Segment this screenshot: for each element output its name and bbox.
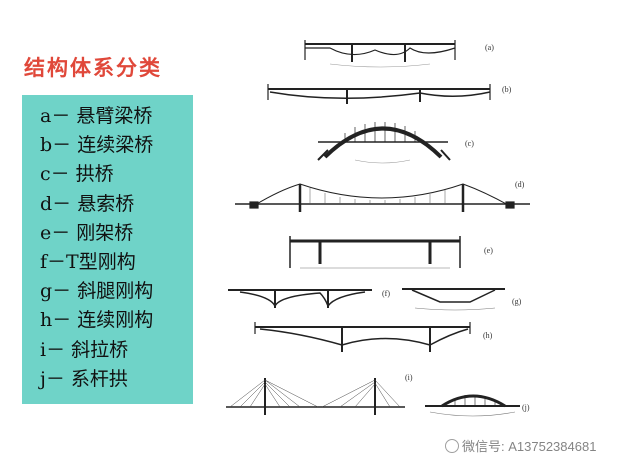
bridge-diagram-g: (g) bbox=[402, 288, 522, 311]
figure-label: (i) bbox=[405, 373, 413, 382]
bridge-diagram-e: (e) bbox=[289, 236, 493, 269]
page-title: 结构体系分类 bbox=[24, 55, 162, 80]
figure-label: (e) bbox=[484, 246, 493, 255]
figure-label: (g) bbox=[512, 297, 522, 306]
bridge-diagram-j: (j) bbox=[425, 394, 530, 417]
figure-label: (c) bbox=[465, 139, 474, 148]
list-item: b－ 连续梁桥 bbox=[40, 134, 154, 157]
wechat-icon bbox=[445, 439, 459, 453]
list-item: h－ 连续刚构 bbox=[40, 309, 154, 332]
bridge-diagram-d: (d) bbox=[235, 180, 530, 212]
list-item: d－ 悬索桥 bbox=[40, 192, 135, 215]
bridge-type-list: a－ 悬臂梁桥 b－ 连续梁桥 c－ 拱桥 d－ 悬索桥 e－ 刚架桥 f－T型… bbox=[22, 95, 193, 404]
list-item: e－ 刚架桥 bbox=[40, 221, 134, 244]
bridge-diagram-f: (f) bbox=[228, 289, 390, 308]
figure-label: (f) bbox=[382, 289, 390, 298]
figure-label: (a) bbox=[485, 43, 494, 52]
list-item: a－ 悬臂梁桥 bbox=[40, 105, 153, 127]
bridge-diagram-h: (h) bbox=[254, 322, 493, 352]
figure-label: (h) bbox=[483, 331, 493, 340]
list-item: i－ 斜拉桥 bbox=[40, 338, 129, 361]
figure-label: (j) bbox=[522, 403, 530, 412]
bridge-diagram-i: (i) bbox=[226, 373, 413, 415]
list-item: f－T型刚构 bbox=[40, 250, 136, 273]
list-item: g－ 斜腿刚构 bbox=[40, 280, 154, 303]
bridge-diagram-c: (c) bbox=[317, 122, 474, 164]
watermark-text: 微信号: A13752384681 bbox=[462, 439, 597, 454]
list-item: j－ 系杆拱 bbox=[40, 367, 128, 390]
bridge-diagram-b: (b) bbox=[267, 84, 512, 104]
bridge-diagram-a: (a) bbox=[304, 40, 494, 68]
list-item: c－ 拱桥 bbox=[40, 163, 114, 186]
watermark: 微信号: A13752384681 bbox=[445, 436, 596, 455]
figure-label: (b) bbox=[502, 85, 512, 94]
figure-label: (d) bbox=[515, 180, 525, 189]
